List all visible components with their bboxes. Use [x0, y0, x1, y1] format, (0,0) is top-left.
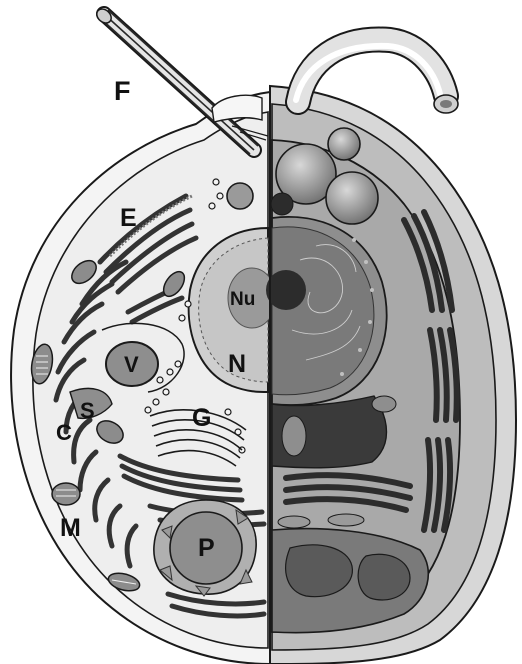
label-er: E — [120, 204, 137, 232]
label-nucleolus: Nu — [230, 289, 255, 310]
label-mitochondrion: M — [60, 514, 81, 542]
label-nucleus: N — [228, 350, 246, 378]
label-cortical-s: S — [80, 398, 95, 423]
rendered-half — [266, 40, 516, 664]
schematic-half — [11, 6, 276, 664]
label-cortical-c: C — [56, 420, 72, 445]
label-vacuole: V — [124, 352, 139, 377]
label-plastid: P — [198, 534, 215, 562]
label-golgi: G — [192, 404, 211, 432]
label-flagellum: F — [114, 76, 131, 106]
